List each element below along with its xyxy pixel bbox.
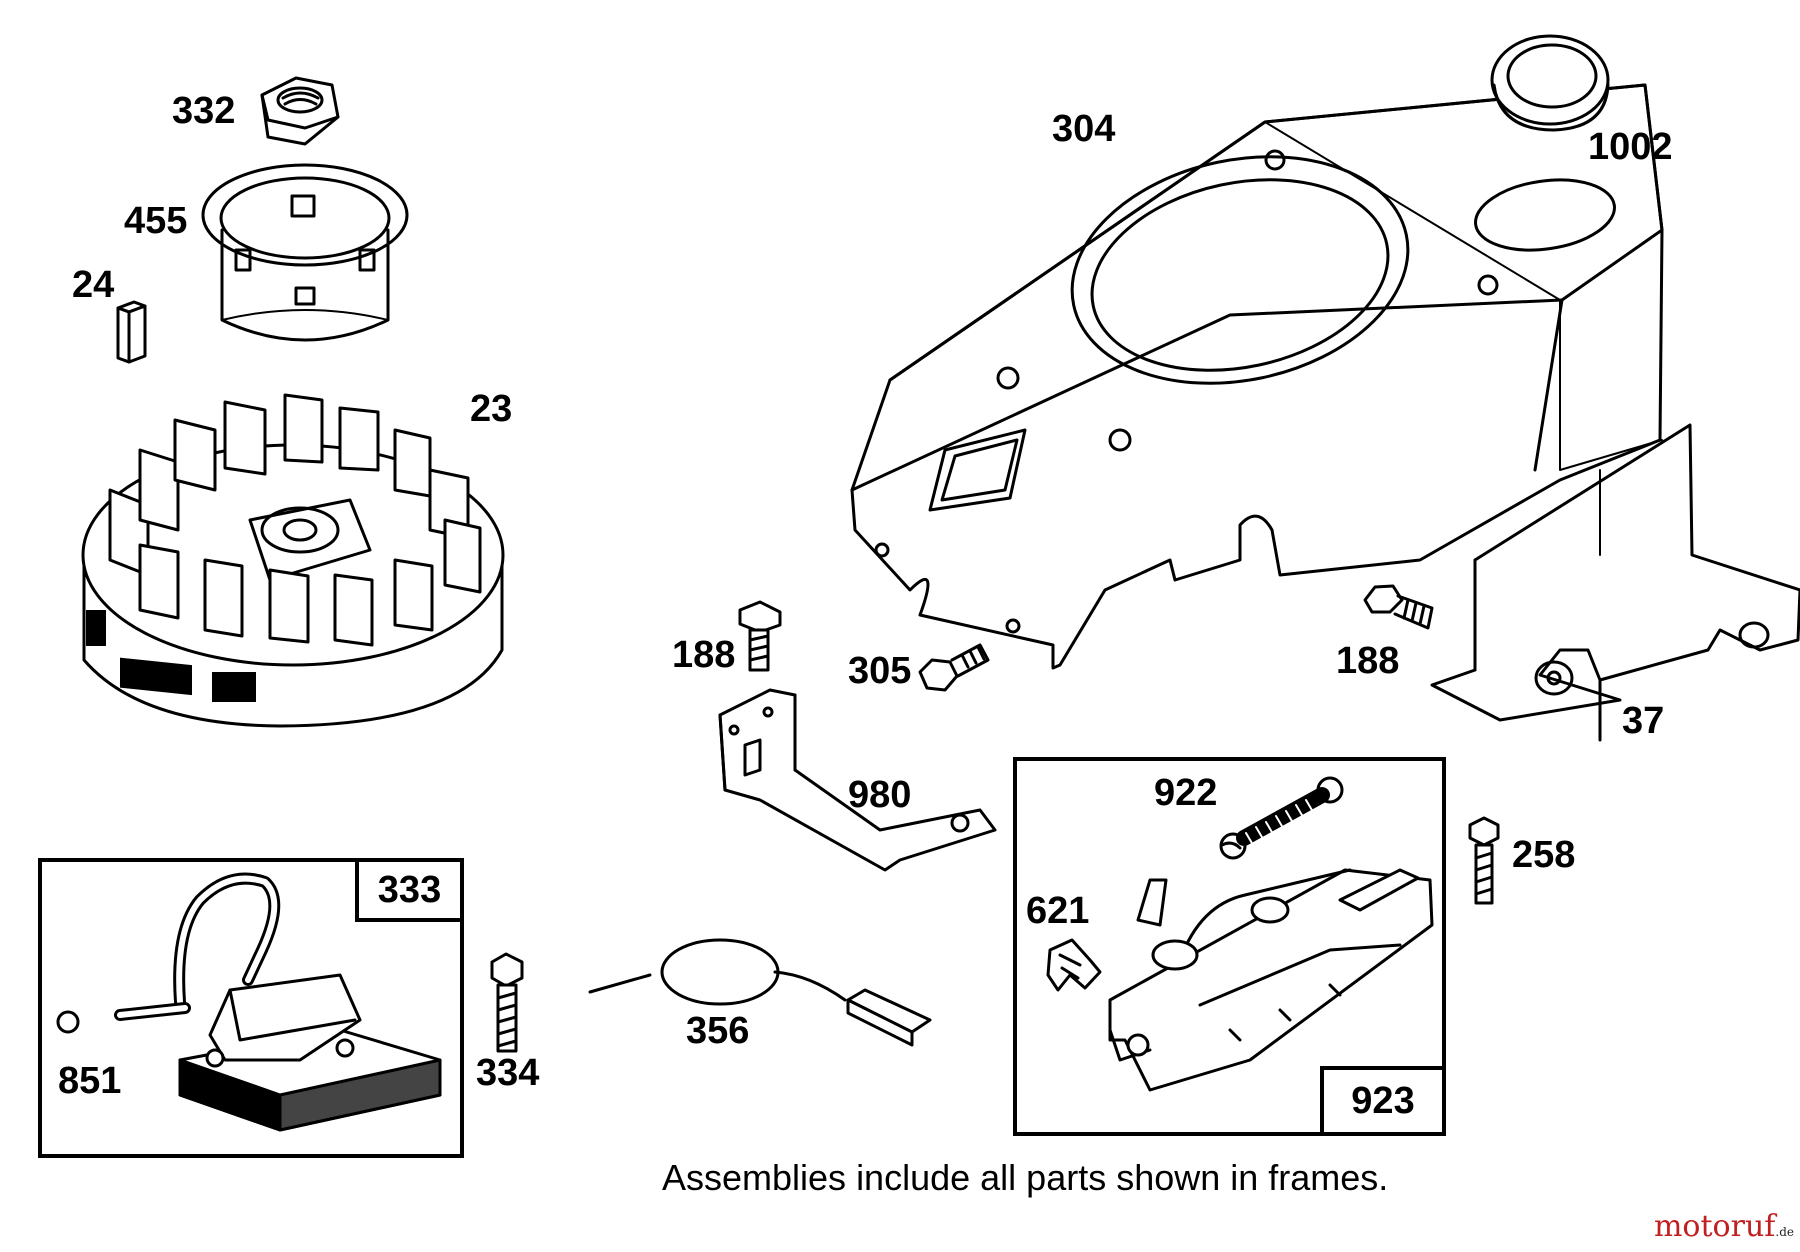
flywheel-23 [81, 393, 505, 728]
bracket-980 [718, 688, 997, 872]
ground-wire-356 [588, 938, 932, 1047]
watermark-tld: .de [1775, 1225, 1794, 1239]
air-guide-37 [1430, 423, 1800, 742]
flywheel-cup-455 [201, 163, 409, 342]
callout-455: 455 [124, 200, 188, 242]
callout-24: 24 [72, 264, 115, 306]
callout-332: 332 [172, 90, 236, 132]
callout-304: 304 [1052, 108, 1116, 150]
callout-188-left: 188 [672, 634, 736, 676]
screw-258 [1468, 816, 1500, 905]
callout-258: 258 [1512, 834, 1576, 876]
ignition-frame-tag: 333 [355, 858, 464, 922]
bolt-188-right [1363, 584, 1434, 630]
hex-nut-332 [260, 76, 340, 146]
callout-980: 980 [848, 774, 912, 816]
governor-assembly [1108, 868, 1434, 1092]
callout-334: 334 [476, 1052, 540, 1094]
blower-housing-304 [850, 83, 1664, 670]
callout-621: 621 [1026, 890, 1090, 932]
callout-188-right: 188 [1336, 640, 1400, 682]
spring-922 [1219, 776, 1344, 860]
key-24 [116, 300, 147, 364]
ignition-frame [38, 858, 464, 1158]
governor-frame-tag: 923 [1320, 1066, 1446, 1136]
callout-23: 23 [470, 388, 513, 430]
callout-922: 922 [1154, 772, 1218, 814]
watermark-name: motoruf [1653, 1209, 1776, 1244]
callout-851: 851 [58, 1060, 122, 1102]
callout-356: 356 [686, 1010, 750, 1052]
bolt-188-left [738, 600, 782, 672]
screw-334 [490, 952, 524, 1053]
grommet-1002 [1490, 34, 1610, 132]
bolt-305 [918, 643, 990, 692]
callout-1002: 1002 [1588, 126, 1673, 168]
callout-305: 305 [848, 650, 912, 692]
watermark: motoruf.de [1654, 1212, 1794, 1242]
link-621 [1046, 938, 1102, 992]
assemblies-note: Assemblies include all parts shown in fr… [662, 1157, 1389, 1198]
ignition-armature-851 [56, 872, 442, 1132]
governor-frame [1013, 757, 1446, 1136]
callout-37: 37 [1622, 700, 1665, 742]
